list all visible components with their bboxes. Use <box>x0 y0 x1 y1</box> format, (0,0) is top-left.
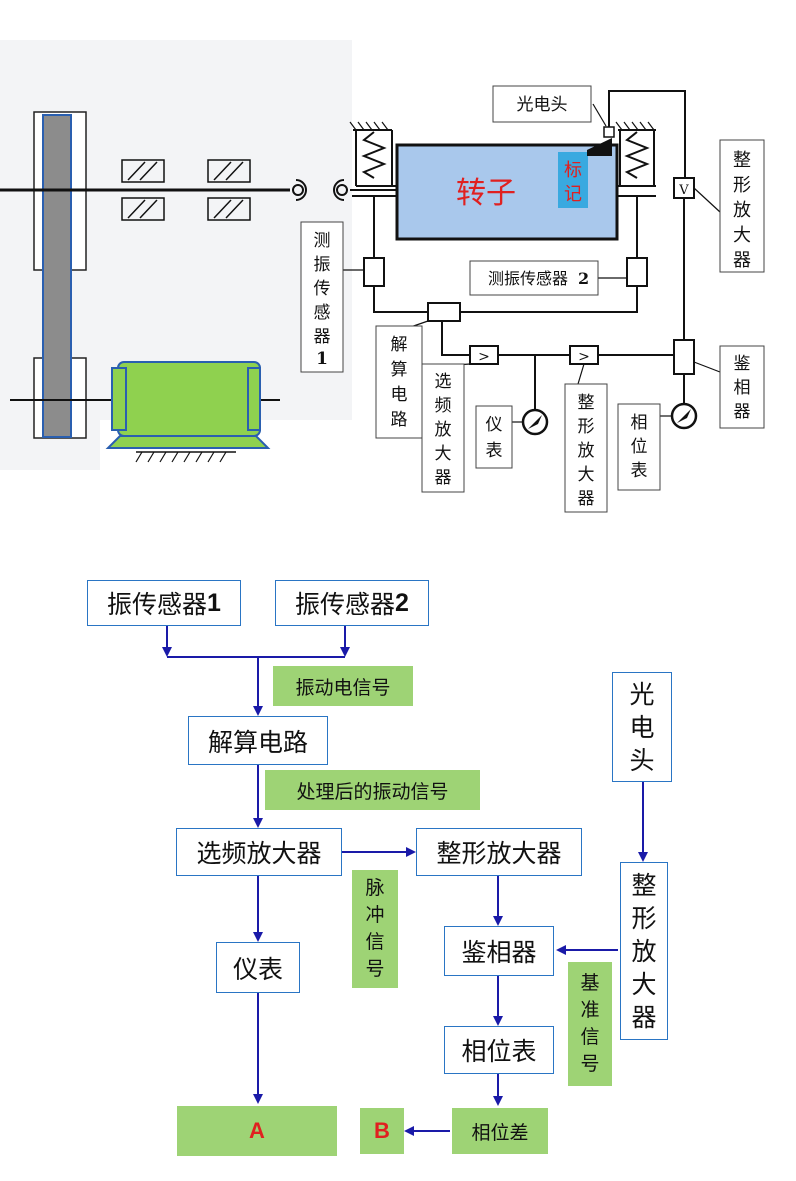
svg-text:表: 表 <box>486 441 503 461</box>
meter-label-box <box>475 405 513 469</box>
svg-text:大: 大 <box>733 225 751 246</box>
svg-text:器: 器 <box>314 327 331 347</box>
shaping-amp-right-label-box <box>719 139 765 273</box>
sensor-2-label: 测振传感器 <box>488 269 568 288</box>
svg-text:形: 形 <box>578 417 595 437</box>
svg-text:相: 相 <box>734 378 751 398</box>
flow-shaping-amp: 整形放大器 <box>416 828 582 876</box>
vibration-sensor-1 <box>363 257 385 287</box>
svg-text:鉴: 鉴 <box>734 354 751 374</box>
svg-text:选: 选 <box>435 372 452 392</box>
svg-text:振: 振 <box>314 255 331 275</box>
svg-text:器: 器 <box>578 489 595 509</box>
svg-text:频: 频 <box>435 396 452 416</box>
svg-text:整: 整 <box>578 393 595 413</box>
svg-text:传: 传 <box>314 279 331 299</box>
rotor-balancing-mechanism: 转子 标 记 光电头 V 整 形 放 大 <box>0 40 765 513</box>
shaping-amp-mid-label-box <box>564 383 608 513</box>
phase-difference-label: 相位差 <box>452 1108 548 1154</box>
coupling <box>292 179 398 201</box>
svg-text:放: 放 <box>733 200 751 221</box>
flow-phase-meter: 相位表 <box>444 1026 554 1074</box>
pulse-signal-label: 脉冲 信号 <box>352 870 398 988</box>
svg-text:电: 电 <box>391 385 408 405</box>
svg-text:测: 测 <box>314 231 331 251</box>
svg-text:解: 解 <box>391 335 408 355</box>
svg-text:V: V <box>678 183 689 198</box>
svg-text:感: 感 <box>314 303 331 323</box>
svg-text:大: 大 <box>578 465 595 485</box>
svg-text:相: 相 <box>631 413 648 433</box>
flow-photo-head: 光电头 <box>612 672 672 782</box>
mark-label-1: 标 <box>564 160 582 181</box>
svg-text:整: 整 <box>733 150 751 171</box>
reference-signal-label: 基准 信号 <box>568 962 612 1086</box>
flow-phase-detector: 鉴相器 <box>444 926 554 976</box>
freq-amp-label-box <box>421 363 465 493</box>
svg-text:1: 1 <box>316 349 328 369</box>
result-a: A <box>177 1106 337 1156</box>
spring-left <box>349 121 396 258</box>
flow-freq-select-amp: 选频放大器 <box>176 828 342 876</box>
svg-text:>: > <box>578 349 590 365</box>
rotor-label: 转子 <box>456 176 516 211</box>
phase-detector-symbol <box>673 339 695 375</box>
svg-text:2: 2 <box>578 269 589 288</box>
rotor: 转子 标 记 <box>395 138 619 241</box>
svg-text:形: 形 <box>733 175 751 196</box>
svg-text:放: 放 <box>435 420 452 440</box>
svg-text:器: 器 <box>733 250 751 271</box>
processed-signal-label: 处理后的振动信号 <box>265 770 480 810</box>
svg-text:器: 器 <box>734 402 751 422</box>
result-b: B <box>360 1108 404 1154</box>
phase-detector-label-box <box>719 345 765 429</box>
flow-shaping-amp-vertical: 整形 放大 器 <box>620 862 668 1040</box>
flow-solver-circuit: 解算电路 <box>188 716 328 765</box>
svg-text:算: 算 <box>391 360 408 380</box>
svg-text:路: 路 <box>391 410 408 430</box>
svg-text:仪: 仪 <box>486 415 503 435</box>
photo-head-label-box <box>492 85 592 123</box>
phase-meter-label-box <box>617 403 661 491</box>
spring-right <box>615 121 656 258</box>
photo-head-sensor <box>603 126 615 138</box>
sensor-2-label-box <box>469 260 599 296</box>
photo-head-label: 光电头 <box>517 95 568 115</box>
mark-label-2: 记 <box>564 184 582 205</box>
flow-meter: 仪表 <box>216 942 300 993</box>
vibration-sensor-2 <box>626 257 648 287</box>
bearing-left <box>121 159 165 221</box>
svg-text:位: 位 <box>631 437 648 457</box>
svg-text:>: > <box>478 349 490 365</box>
motor <box>105 361 271 463</box>
svg-text:大: 大 <box>435 444 452 464</box>
bearing-right <box>207 159 251 221</box>
svg-text:器: 器 <box>435 468 452 488</box>
solver-circuit-symbol <box>427 302 461 322</box>
svg-text:放: 放 <box>578 441 595 461</box>
vibration-signal-label: 振动电信号 <box>273 666 413 706</box>
svg-text:表: 表 <box>631 461 648 481</box>
sensor-1-label-box <box>300 221 344 373</box>
